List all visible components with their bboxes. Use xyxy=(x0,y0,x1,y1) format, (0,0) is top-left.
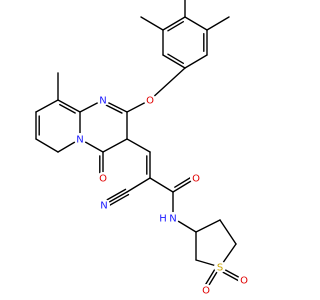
n-bridge-atom-label: N xyxy=(76,135,83,146)
bond-a4-O_ether xyxy=(149,67,186,101)
bond-a4-a5-second xyxy=(167,53,185,64)
N_bridge-label-bg xyxy=(74,133,86,145)
N_nitrile-label-bg xyxy=(98,199,110,211)
bond-a6-a1 xyxy=(162,16,186,31)
h-amide-label-bg xyxy=(158,212,168,224)
N_ring_top-label-bg xyxy=(97,94,109,106)
h-amide-atom-label: H xyxy=(159,214,167,225)
n-nitrile-atom-label: N xyxy=(100,201,107,212)
s-sulfone-atom-label: S xyxy=(217,263,223,274)
bond-c2-N_ring_top-second xyxy=(104,103,123,114)
bond-p1-p2 xyxy=(35,99,59,113)
o-sulfone-2-atom-label: O xyxy=(202,286,210,297)
n-amide-atom-label: N xyxy=(169,214,176,225)
bond-layer xyxy=(35,0,245,291)
bond-S_sulfone-O_sulfone_2-second xyxy=(204,268,216,286)
bond-c4-c3 xyxy=(102,138,128,153)
O_ether-label-bg xyxy=(144,94,156,106)
bond-a2-me2 xyxy=(206,16,230,31)
o-sulfone-1-atom-label: O xyxy=(240,276,248,287)
n-ring-top-atom-label: N xyxy=(99,96,106,107)
bond-S_sulfone-O_sulfone_1-second xyxy=(221,271,240,282)
structure-drawing: O N N O N O N S O O H xyxy=(35,0,250,297)
O_keto-label-bg xyxy=(97,172,109,184)
o-amide-atom-label: O xyxy=(192,174,200,185)
bond-a1-a2 xyxy=(184,16,208,31)
bond-c3-v1 xyxy=(126,138,151,153)
N_amide-label-bg xyxy=(167,212,179,224)
atom-label-layer: O N N O N O N S O O H xyxy=(74,94,250,297)
bond-p3-p4 xyxy=(35,138,59,153)
o-ether-atom-label: O xyxy=(146,96,154,107)
bond-a4-a5 xyxy=(162,54,186,69)
bond-c9a-p1 xyxy=(57,99,81,113)
bond-v2-cn xyxy=(126,177,151,193)
bond-a3-a4 xyxy=(184,54,208,69)
bond-a6-a1-second xyxy=(167,21,185,32)
O_amide-label-bg xyxy=(190,172,202,184)
bond-t1-t2 xyxy=(195,219,221,233)
molecule-diagram: O N N O N O N S O O H xyxy=(35,0,250,297)
S_sulfone-label-bg xyxy=(214,261,226,273)
bond-cam-O_amide-second xyxy=(174,176,192,188)
bond-t2-t3 xyxy=(219,219,237,245)
bond-v2-cam xyxy=(149,177,174,193)
bond-a6-me3 xyxy=(140,16,164,31)
O_sulfone_1-label-bg xyxy=(238,274,250,286)
o-keto-atom-label: O xyxy=(99,174,107,185)
O_sulfone_2-label-bg xyxy=(200,284,212,296)
bond-c9a-p1-second xyxy=(59,103,76,114)
